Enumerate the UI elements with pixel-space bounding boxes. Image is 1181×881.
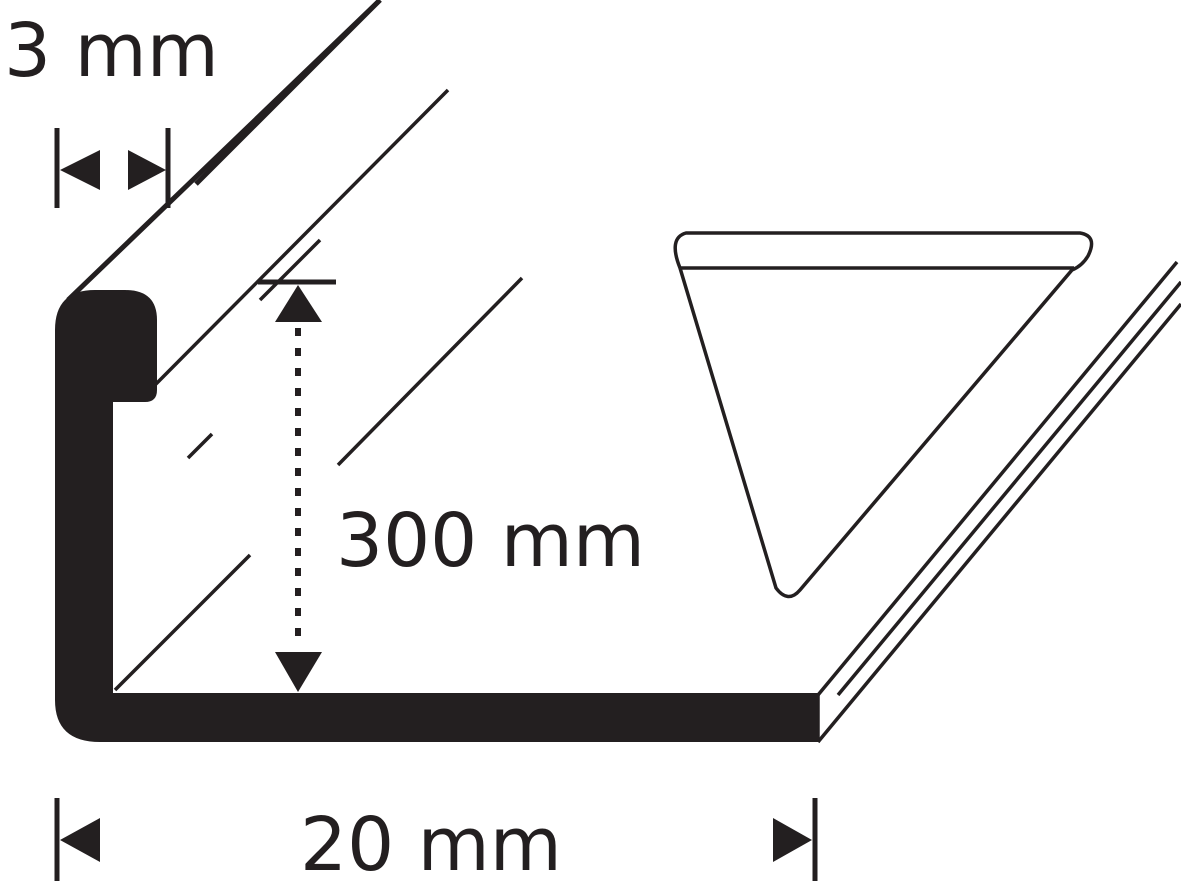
height-label: 300 mm [336,498,645,584]
arrow-left-icon [60,818,100,862]
wall-line-segment [258,238,322,302]
arrow-left-icon [60,150,100,190]
profile-top-edge-line-2 [194,0,382,186]
width-label: 20 mm [300,802,562,881]
arrow-right-icon [128,150,166,190]
base-edge-line-2 [816,302,1181,744]
height-dimension: 300 mm [258,279,645,692]
arrow-down-icon [275,652,322,692]
base-edge-line-1 [816,260,1179,697]
arrow-right-icon [773,818,812,862]
profile-inner-edge-line [150,88,450,390]
arrow-up-icon [275,285,322,322]
base-edge-line-3 [836,280,1181,697]
l-profile-section [55,290,818,742]
thickness-label: 3 mm [4,8,219,94]
thickness-dimension: 3 mm [4,8,219,208]
base-corner-line [113,553,252,692]
perspective-lines [66,0,1181,744]
tile-icon [673,231,1094,599]
wall-line [336,276,524,467]
width-dimension: 20 mm [54,798,818,881]
faint-line [186,432,214,460]
